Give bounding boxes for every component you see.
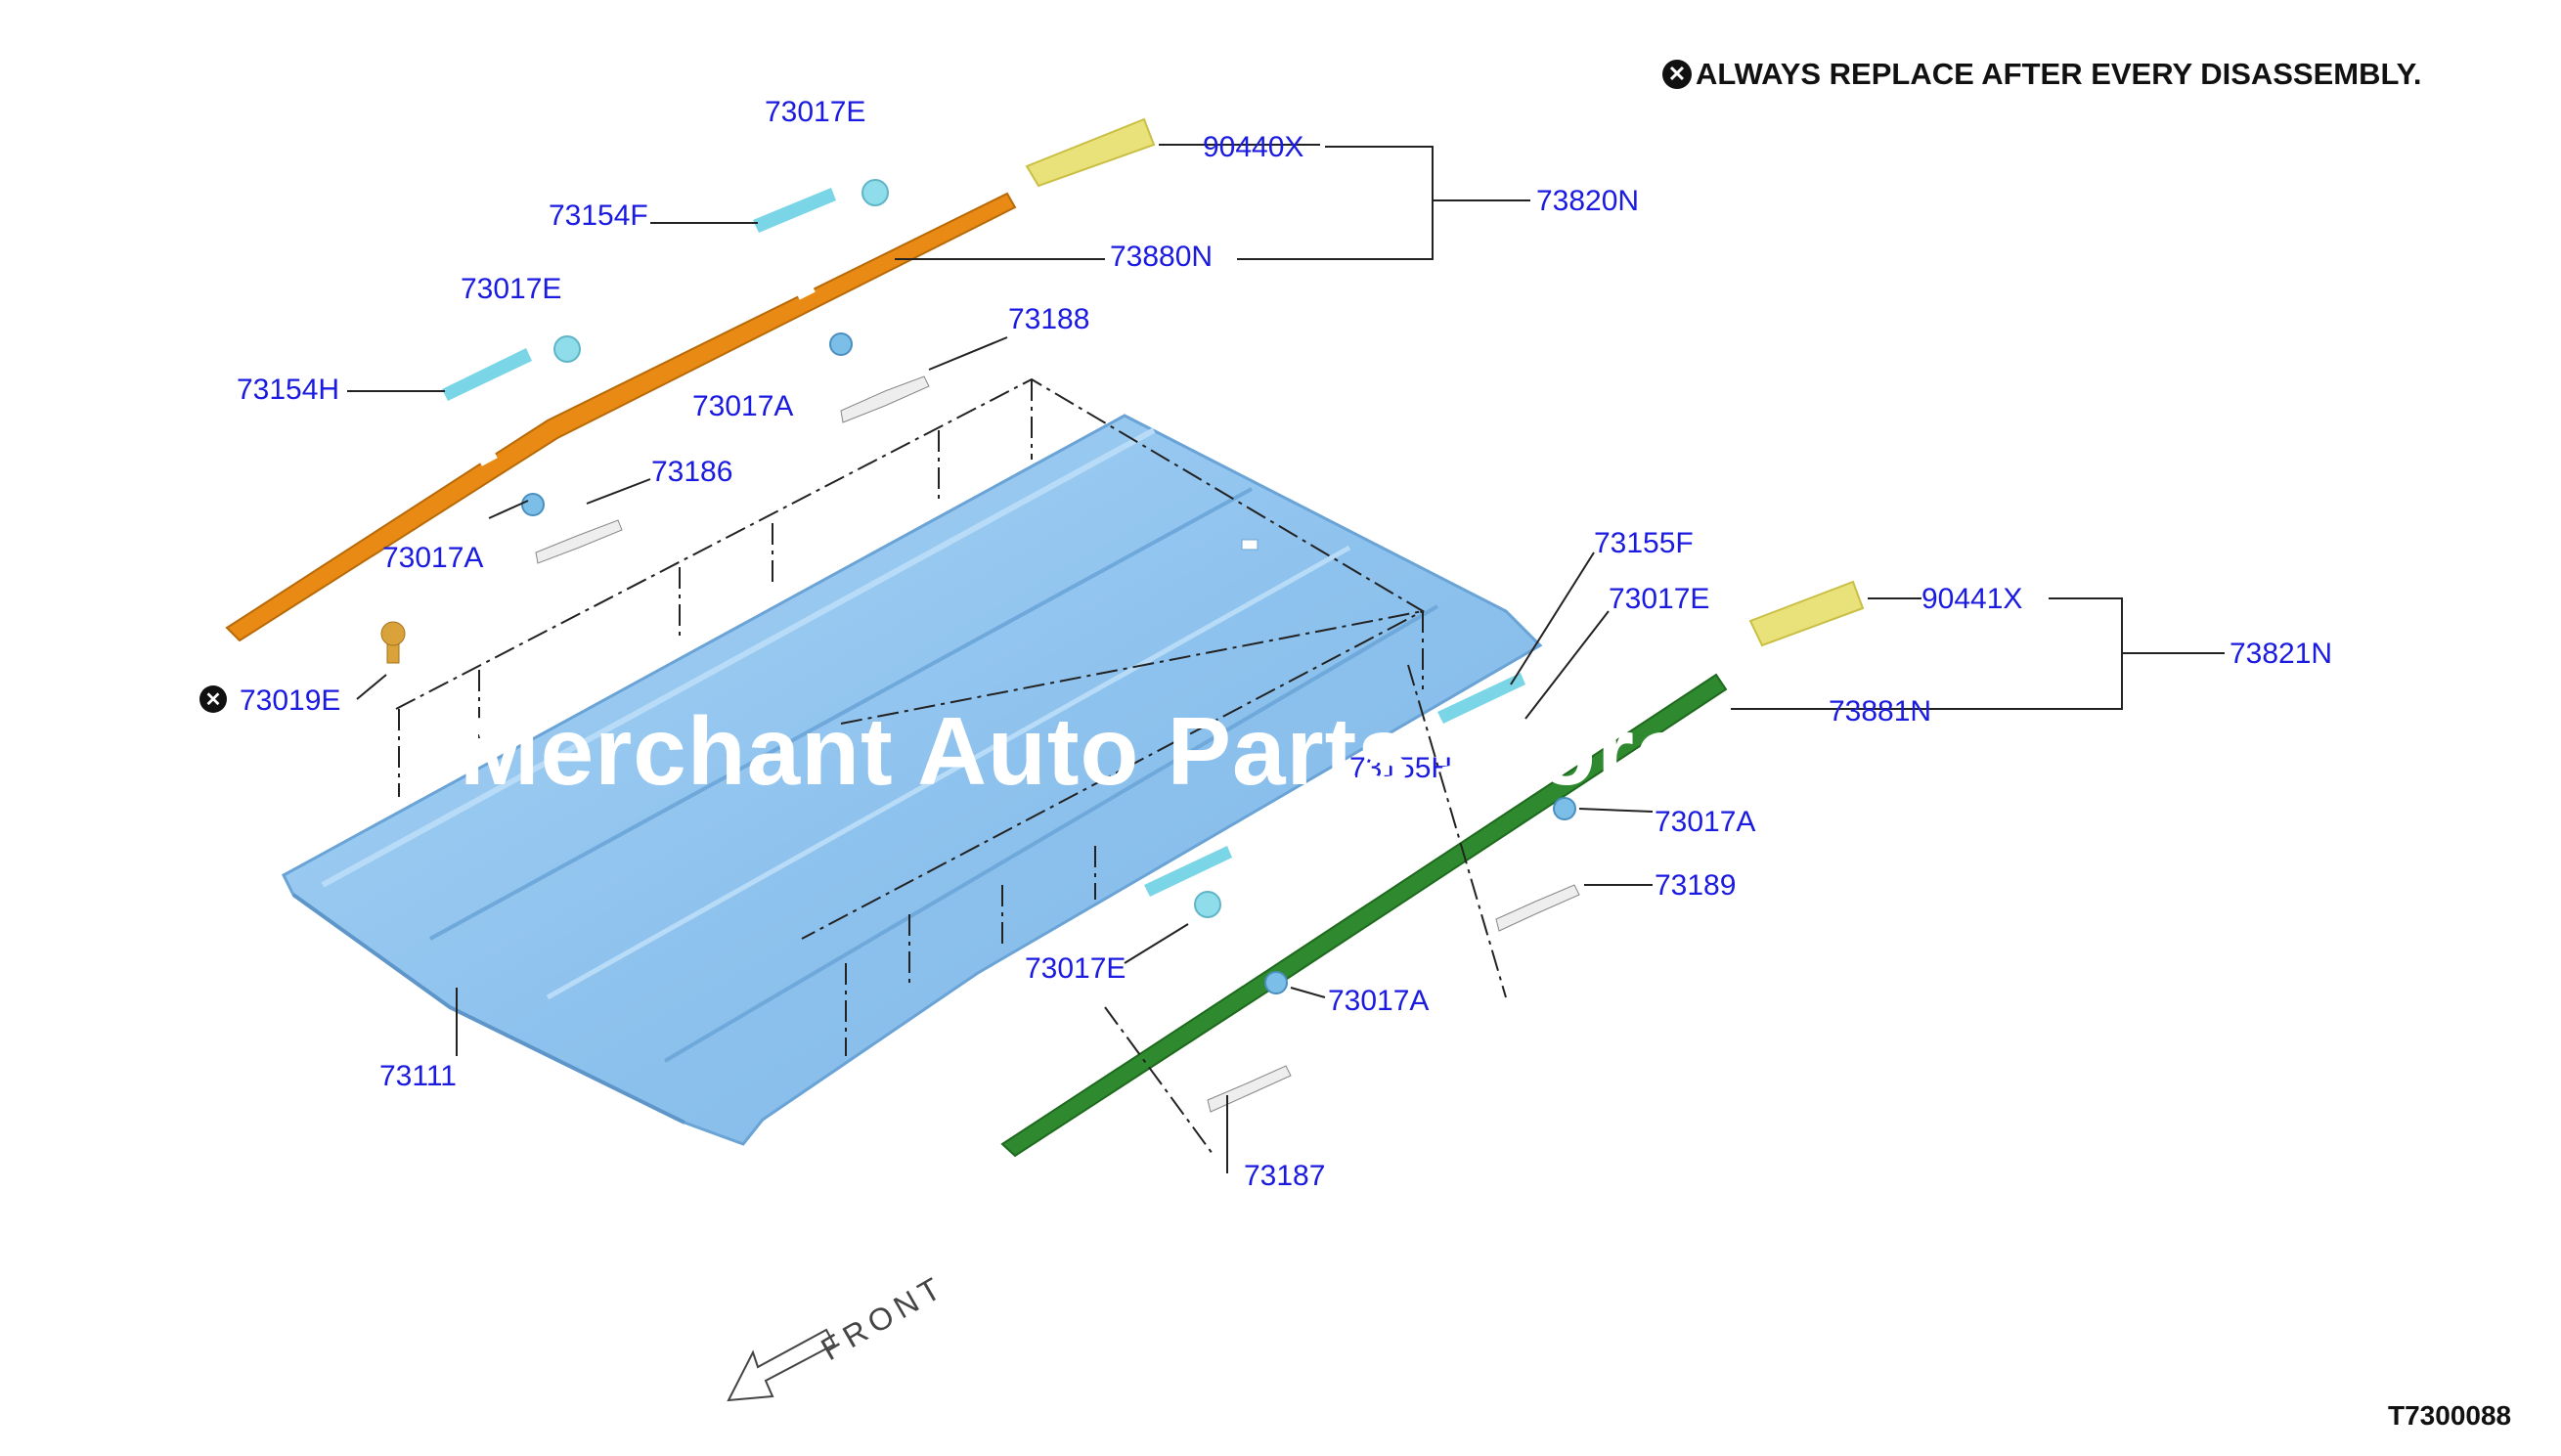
bracket-73189 (1495, 884, 1580, 932)
callout-90441x: 90441X (1921, 583, 2022, 615)
roof-rib (663, 604, 1439, 1063)
x-circle-icon: ✕ (1662, 60, 1692, 89)
leader-lines (347, 144, 2225, 1173)
finisher-73155f (1437, 673, 1525, 724)
bracket-73186 (535, 519, 623, 564)
bolt-73019e-head (380, 621, 406, 646)
callout-73821n: 73821N (2230, 638, 2332, 670)
finisher-73155h (1144, 846, 1232, 897)
rail-slot (796, 285, 816, 300)
roof-rib (546, 545, 1351, 1000)
callout-73186: 73186 (651, 456, 732, 488)
callout-73017e: 73017E (1025, 952, 1126, 985)
clip-73017e (553, 335, 581, 363)
x-mark-glyph: ✕ (205, 689, 222, 711)
callout-73017e: 73017E (1609, 583, 1709, 615)
callout-90440x: 90440X (1203, 131, 1303, 163)
bracket-73188 (840, 375, 930, 423)
callout-73155f: 73155F (1594, 527, 1694, 559)
front-arrow: FRONT (727, 1268, 951, 1402)
watermark: Merchant Auto Parts Store (460, 697, 1690, 805)
bracket-73187 (1207, 1065, 1292, 1113)
roof-edge (291, 893, 685, 1125)
callout-73189: 73189 (1655, 869, 1736, 902)
bolt-73017a (1553, 797, 1576, 820)
callout-73017e: 73017E (461, 273, 561, 305)
finisher-73154f (753, 188, 836, 233)
callout-73017a: 73017A (692, 390, 793, 422)
end-cap-90441x (1748, 580, 1865, 647)
alignment-lines (395, 377, 1507, 1155)
bolt-73017a (829, 332, 853, 356)
disassembly-note: ✕ ALWAYS REPLACE AFTER EVERY DISASSEMBLY… (1662, 57, 2421, 92)
right-roof-rail (1000, 673, 1728, 1158)
bolt-73017a (521, 493, 545, 516)
callout-73820n: 73820N (1536, 185, 1639, 217)
left-roof-rail (225, 192, 1017, 642)
callout-73017a: 73017A (382, 542, 483, 574)
callout-73017a: 73017A (1328, 985, 1429, 1017)
note-text: ALWAYS REPLACE AFTER EVERY DISASSEMBLY. (1696, 57, 2422, 91)
callout-73187: 73187 (1244, 1160, 1325, 1192)
rail-slot (478, 451, 498, 466)
callout-73154h: 73154H (237, 374, 339, 406)
diagram-id: T7300088 (2388, 1400, 2512, 1431)
callout-73881n: 73881N (1829, 695, 1931, 728)
callout-73880n: 73880N (1110, 241, 1213, 273)
clip-73017e (861, 179, 889, 206)
bolt-73017a (1264, 971, 1288, 994)
roof-rib (429, 487, 1253, 941)
x-circle-icon (199, 685, 227, 713)
clip-73017e (1194, 891, 1221, 918)
callout-73017e: 73017E (765, 96, 865, 128)
roof-slot (1241, 539, 1258, 551)
callout-73154f: 73154F (549, 199, 648, 232)
finisher-73154h (442, 348, 532, 401)
end-cap-90440x (1025, 117, 1156, 188)
callout-73017a: 73017A (1655, 806, 1755, 838)
callout-73019e-group: ✕ 73019E (199, 684, 340, 717)
callout-73188: 73188 (1008, 303, 1089, 335)
callout-73019e: 73019E (240, 684, 340, 717)
front-label: FRONT (816, 1268, 951, 1367)
callout-73111: 73111 (379, 1060, 457, 1092)
callout-73155h: 73155H (1349, 752, 1452, 784)
roof-rib (321, 427, 1156, 888)
